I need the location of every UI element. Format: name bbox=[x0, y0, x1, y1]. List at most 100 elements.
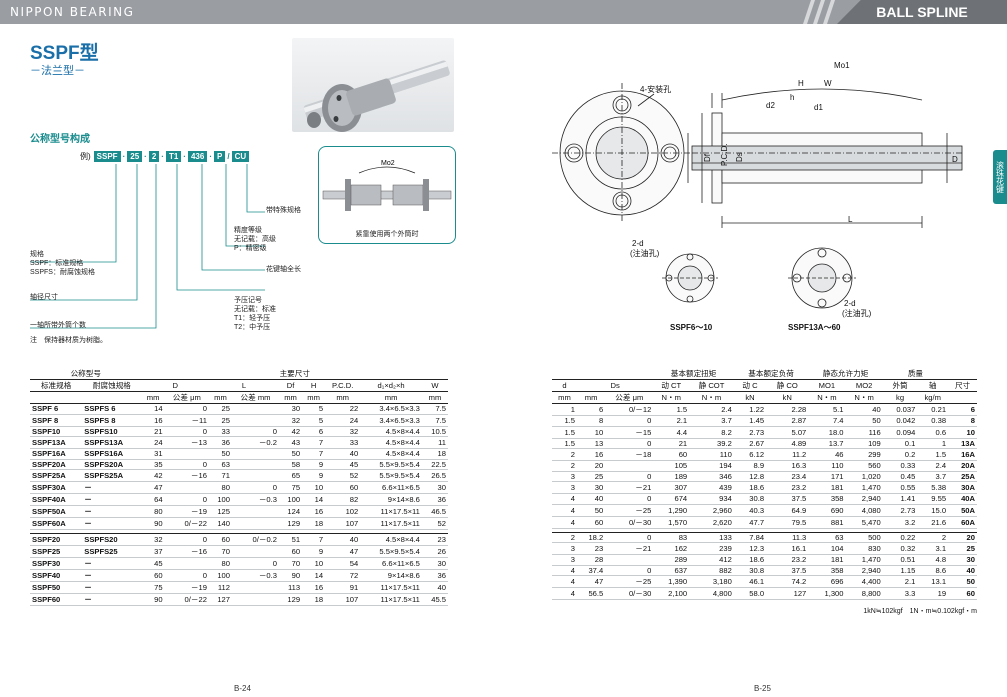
table-cell: 5.07 bbox=[766, 426, 809, 439]
table-cell: 107 bbox=[325, 593, 361, 606]
callout-preload-t2: T2：中予压 bbox=[234, 324, 271, 331]
table-cell: SSPFS20A bbox=[82, 459, 142, 470]
table-cell: 12.8 bbox=[733, 471, 767, 482]
table-cell: 1,290 bbox=[653, 504, 690, 517]
header-stripes-icon bbox=[803, 0, 835, 24]
th-dyn: 动 CT bbox=[653, 379, 690, 392]
callout-spec-title: 规格 bbox=[30, 251, 44, 258]
table-cell: 6.6×11×6.5 bbox=[360, 557, 422, 570]
table-cell: 0.45 bbox=[882, 471, 918, 482]
code-separator: · bbox=[183, 152, 186, 161]
table-cell: －19 bbox=[164, 505, 209, 518]
table-cell: 11.3 bbox=[766, 532, 809, 543]
side-tab[interactable]: 滚珠花键 bbox=[993, 150, 1007, 204]
table-cell: 65 bbox=[279, 469, 303, 482]
table-cell: 25 bbox=[208, 403, 232, 415]
table-cell bbox=[231, 545, 279, 558]
table-cell bbox=[605, 554, 654, 566]
table-cell: －0.2 bbox=[231, 436, 279, 449]
label-d2: d2 bbox=[766, 101, 775, 110]
table-cell: 239 bbox=[689, 542, 734, 555]
table-cell: 3 bbox=[552, 471, 578, 482]
table-cell: 289 bbox=[653, 554, 690, 566]
table-cell: 2 bbox=[552, 460, 578, 472]
th-unit: kN bbox=[766, 391, 809, 404]
table-cell: SSPF 6 bbox=[30, 403, 83, 415]
table-cell: 60 bbox=[948, 587, 977, 600]
table-cell: 54 bbox=[325, 557, 361, 570]
table-cell: 43 bbox=[279, 436, 303, 449]
table-cell: 4.4 bbox=[653, 426, 690, 439]
code-part-size: 25 bbox=[126, 150, 144, 163]
table-cell: 71 bbox=[208, 469, 232, 482]
th-Df: Df bbox=[279, 379, 303, 392]
table-cell: －15 bbox=[605, 426, 654, 439]
table-cell: 1.15 bbox=[882, 565, 918, 576]
table-cell: 112 bbox=[208, 581, 232, 594]
table-cell: － bbox=[82, 593, 142, 606]
product-photo bbox=[292, 38, 454, 132]
th-moment: 静态允许力矩 bbox=[808, 368, 883, 380]
table-cell: 1,570 bbox=[653, 516, 690, 529]
th-unit: N・m bbox=[653, 391, 690, 404]
code-part-preload: T1 bbox=[164, 150, 183, 163]
table-cell bbox=[231, 469, 279, 482]
table-cell: 0.037 bbox=[882, 403, 918, 416]
th-stat: 静 CO bbox=[766, 379, 809, 392]
table-cell: 1,020 bbox=[845, 471, 883, 482]
code-separator: · bbox=[209, 152, 212, 161]
assembly-diagram-box: Mo2 紧靠使用两个外筒时 bbox=[318, 146, 456, 244]
th-unit: N・m bbox=[808, 391, 846, 404]
table-cell: 113 bbox=[279, 581, 303, 594]
table-cell: 22 bbox=[325, 403, 361, 415]
table-cell: 104 bbox=[808, 542, 846, 555]
label-l: L bbox=[848, 215, 853, 224]
table-cell: －25 bbox=[605, 575, 654, 588]
th-D: D bbox=[141, 379, 209, 392]
table-cell: 25 bbox=[948, 542, 977, 555]
table-cell: 16 bbox=[302, 581, 326, 594]
table-cell: 4 bbox=[552, 575, 578, 588]
table-cell: 171 bbox=[808, 471, 846, 482]
table-cell: 0 bbox=[231, 557, 279, 570]
table-cell: SSPFS16A bbox=[82, 448, 142, 460]
table-cell: 50 bbox=[279, 448, 303, 460]
technical-drawing: 4-安装孔 Mo1 H W h d2 d1 Df P.C.D. Ds D L 2… bbox=[552, 61, 963, 332]
table-cell: 124 bbox=[279, 505, 303, 518]
table-cell: 74.2 bbox=[766, 575, 809, 588]
table-cell: SSPF30 bbox=[30, 557, 83, 570]
table-cell: 0 bbox=[605, 532, 654, 543]
label-oil-hole-2: 2-d bbox=[844, 299, 856, 308]
th-unit: N・m bbox=[689, 391, 734, 404]
table-cell: 181 bbox=[808, 554, 846, 566]
table-cell: 0.2 bbox=[882, 448, 918, 461]
table-cell: 690 bbox=[808, 504, 846, 517]
table-cell: SSPFS 8 bbox=[82, 414, 142, 427]
th-stat: 静 COT bbox=[689, 379, 734, 392]
table-cell: 1.5 bbox=[917, 448, 949, 461]
table-cell: 18.2 bbox=[577, 532, 606, 543]
two-nut-assembly-icon: Mo2 bbox=[322, 160, 452, 211]
table-cell: 23 bbox=[421, 533, 448, 546]
table-cell: 19 bbox=[917, 587, 949, 600]
label-oil-hole-1: 2-d bbox=[632, 239, 644, 248]
table-cell bbox=[231, 581, 279, 594]
table-cell: 60 bbox=[208, 533, 232, 546]
table-cell: 0/－30 bbox=[605, 587, 654, 600]
label-d: D bbox=[952, 155, 958, 164]
code-part-series: SSPF bbox=[92, 150, 122, 163]
table-cell: 30 bbox=[948, 554, 977, 566]
code-separator: · bbox=[122, 152, 126, 161]
table-cell: 140 bbox=[208, 517, 232, 530]
table-cell: 47.7 bbox=[733, 516, 767, 529]
table-cell: 358 bbox=[808, 493, 846, 505]
table-cell: 2.1 bbox=[653, 415, 690, 427]
